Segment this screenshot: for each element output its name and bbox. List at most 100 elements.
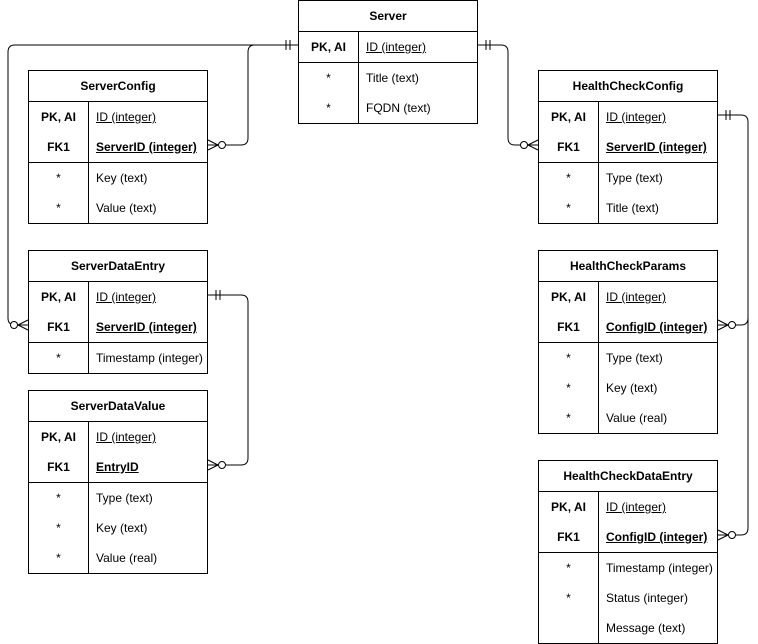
key-field-name: ServerID (integer) (606, 140, 707, 154)
field-section: * Type (text) * Key (text) *Value (real) (539, 343, 717, 433)
field-tag: * (29, 513, 89, 543)
table-title: ServerDataValue (29, 391, 207, 422)
table-title: HealthCheckConfig (539, 71, 717, 102)
key-field-name: EntryID (96, 460, 139, 474)
key-field-name: ID (integer) (606, 500, 667, 514)
field-row: * Value (real) (29, 543, 207, 573)
field-row: *Type (text) (539, 163, 717, 193)
field-tag: * (29, 343, 89, 373)
relationship-health-check-config-to-health-check-data-entry[interactable] (717, 300, 749, 541)
key-field-name: ID (integer) (606, 110, 667, 124)
table-title: ServerConfig (29, 71, 207, 102)
one-marker (285, 40, 291, 50)
relationship-server-to-health-check-config[interactable] (478, 40, 539, 151)
field-tag: * (299, 63, 359, 93)
field-tag: * (29, 543, 89, 573)
key-row: FK1 ServerID (integer) (29, 132, 207, 162)
key-tag: PK, AI (539, 282, 599, 312)
relationship-health-check-config-to-health-check-params[interactable] (717, 110, 749, 331)
table-title: Server (299, 1, 477, 32)
field-name: Message (text) (606, 621, 686, 635)
field-tag: * (539, 373, 599, 403)
key-tag: FK1 (29, 452, 89, 482)
one-marker (215, 290, 221, 300)
field-tag: * (539, 193, 599, 223)
key-tag: PK, AI (29, 282, 89, 312)
key-tag: FK1 (539, 132, 599, 162)
field-name: Key (text) (96, 171, 148, 185)
field-row: * Timestamp (integer) (29, 343, 207, 373)
zero-or-many-marker (10, 319, 29, 331)
field-name: Timestamp (integer) (96, 351, 203, 365)
field-name: Value (real) (96, 551, 158, 565)
field-name: Value (text) (96, 201, 157, 215)
field-name: Type (text) (606, 351, 663, 365)
relationship-line (208, 44, 298, 146)
key-tag: PK, AI (29, 422, 89, 452)
field-tag: * (299, 93, 359, 123)
key-tag: FK1 (539, 522, 599, 552)
key-tag: PK, AI (29, 102, 89, 132)
field-name: Type (text) (96, 491, 153, 505)
field-row: * Key (text) (539, 373, 717, 403)
field-name: Title (text) (606, 201, 659, 215)
field-section: *Title (text)*FQDN (text) (299, 63, 477, 123)
relationship-server-data-entry-to-server-data-value[interactable] (207, 290, 249, 471)
field-name: Value (real) (606, 411, 668, 425)
key-tag: FK1 (539, 312, 599, 342)
field-name: Key (text) (606, 381, 658, 395)
field-row: *Value (real) (539, 403, 717, 433)
field-row: * Type (text) (539, 343, 717, 373)
key-field-name: ConfigID (integer) (606, 320, 708, 334)
key-field-name: ServerID (integer) (96, 140, 197, 154)
field-name: Timestamp (integer) (606, 561, 713, 575)
key-row: PK, AI ID (integer) (539, 282, 717, 312)
field-section: *Type (text)*Key (text)*Value (real) (29, 483, 207, 573)
table-title: HealthCheckDataEntry (539, 461, 717, 492)
key-section: PK, AI ID (integer) FK1 EntryID (29, 422, 207, 483)
key-row: PK, AI ID (integer) (29, 282, 207, 312)
relationship-line (718, 114, 749, 326)
key-field-name: ID (integer) (96, 290, 157, 304)
key-field-name: ID (integer) (96, 430, 157, 444)
one-marker (485, 40, 491, 50)
key-tag: FK1 (29, 312, 89, 342)
key-field-name: ConfigID (integer) (606, 530, 708, 544)
table-title: HealthCheckParams (539, 251, 717, 282)
key-row: FK1 EntryID (29, 452, 207, 482)
one-marker (725, 110, 731, 120)
field-section: *Key (text)*Value (text) (29, 163, 207, 223)
key-section: PK, AI ID (integer) FK1 ConfigID (integer) (539, 282, 717, 343)
field-tag: * (539, 343, 599, 373)
key-row: FK1 ServerID (integer) (539, 132, 717, 162)
relationship-server-to-server-config[interactable] (207, 40, 298, 151)
zero-or-many-marker (717, 529, 736, 541)
key-tag: PK, AI (539, 102, 599, 132)
key-tag: FK1 (29, 132, 89, 162)
key-row: PK, AI ID (integer) (539, 102, 717, 132)
field-row: *Value (text) (29, 193, 207, 223)
field-tag (539, 613, 599, 643)
key-row: FK1 ConfigID (integer) (539, 522, 717, 552)
field-tag: * (539, 553, 599, 583)
field-row: *FQDN (text) (299, 93, 477, 123)
key-field-name: ID (integer) (606, 290, 667, 304)
relationship-line (718, 300, 749, 536)
zero-or-many-marker (207, 459, 226, 471)
key-row: PK, AI ID (integer) (29, 422, 207, 452)
field-row: * Title (text) (539, 193, 717, 223)
field-row: *Type (text) (29, 483, 207, 513)
